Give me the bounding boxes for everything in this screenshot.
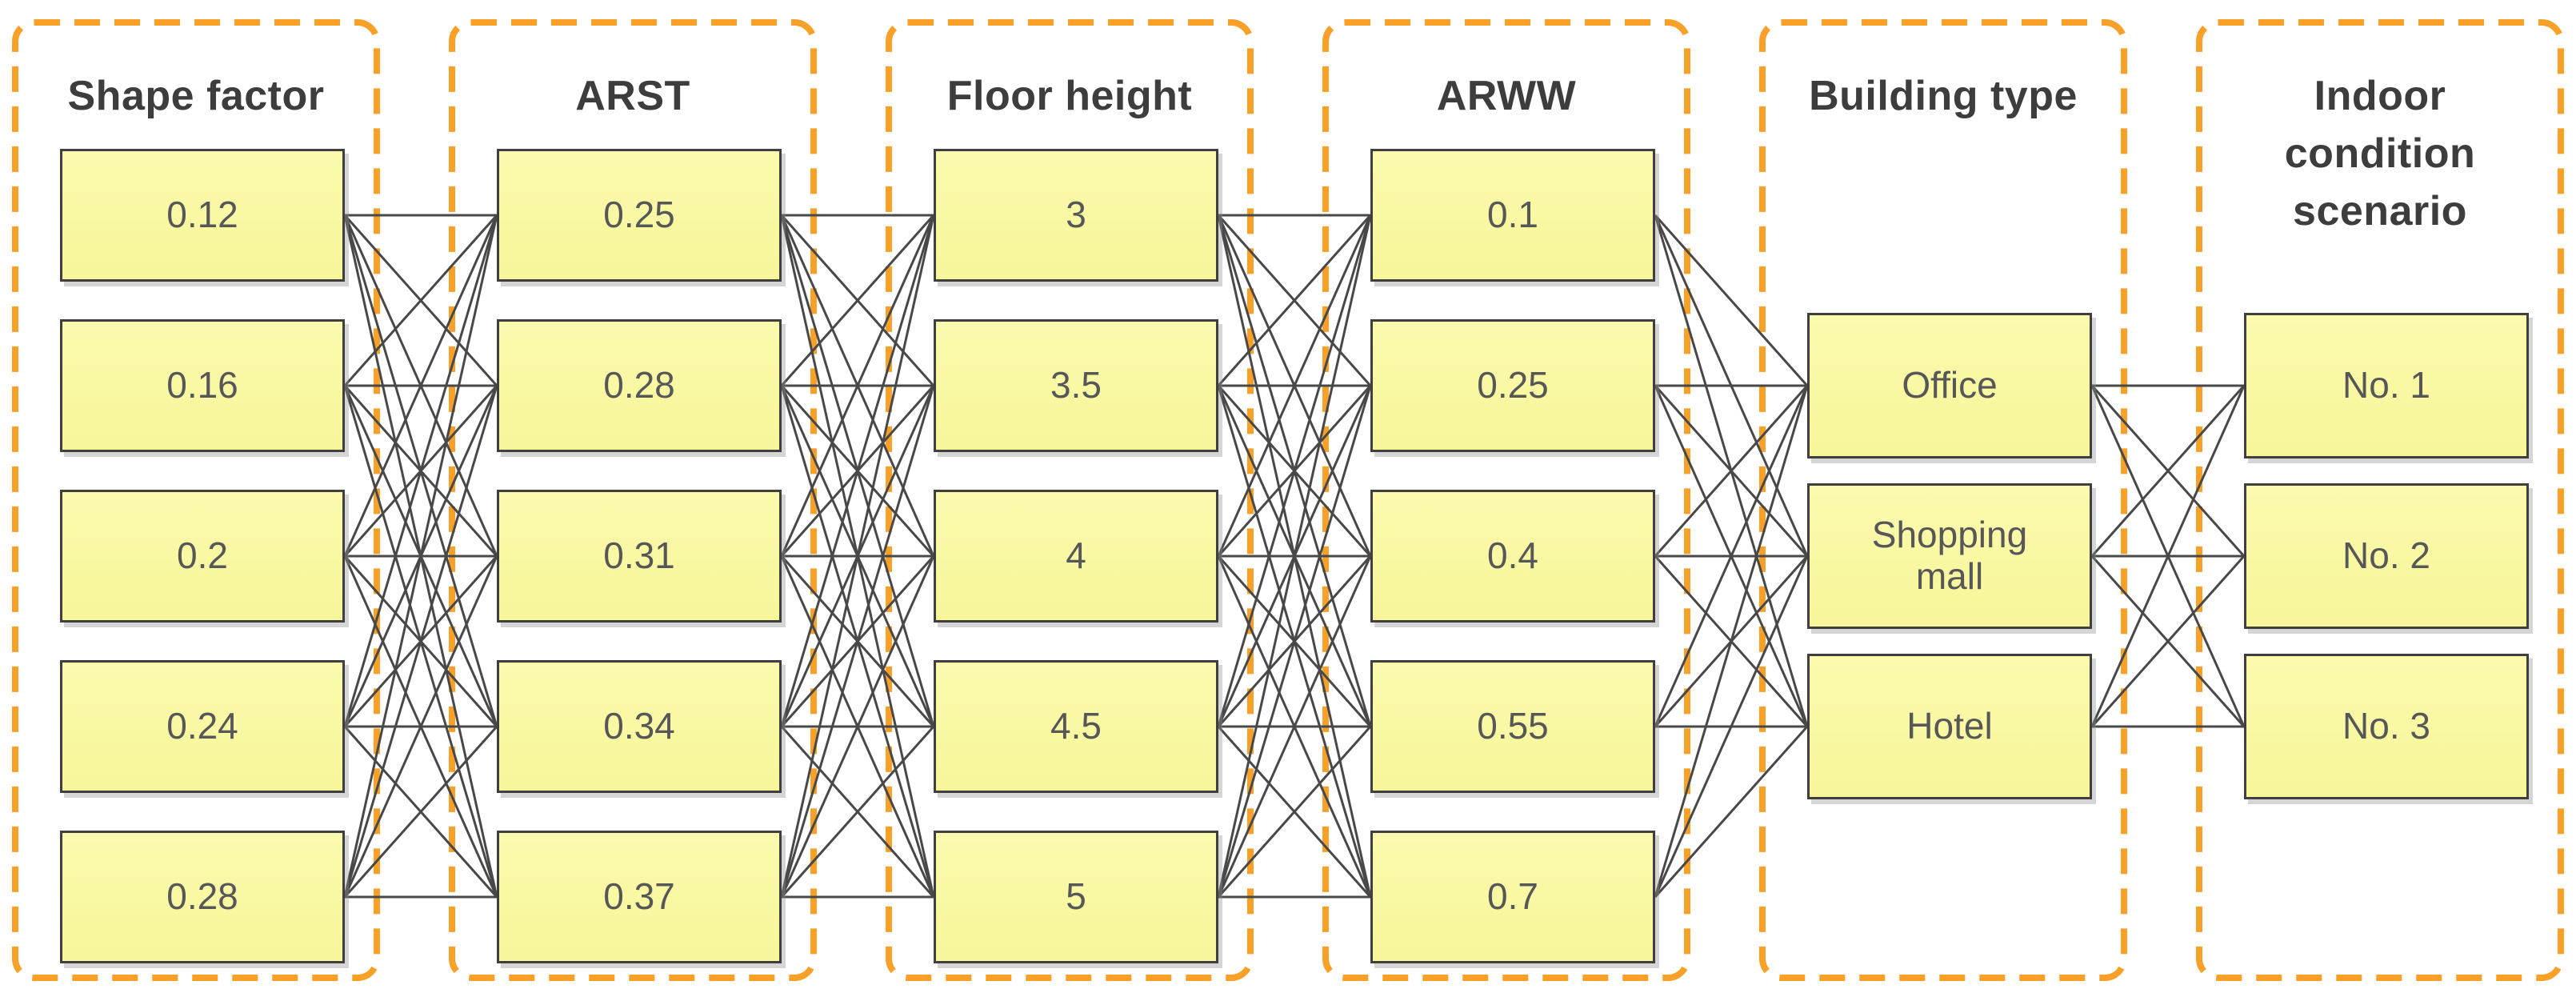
connection-line [1654,385,1809,727]
node-floor-height-4: 4.5 [934,660,1218,793]
connection-line [780,555,935,898]
node-arww-3: 0.4 [1370,490,1655,623]
column-arst: ARST 0.25 0.28 0.31 0.34 0.37 [449,0,817,1005]
connection-line [780,214,935,386]
connection-line [1654,385,1809,898]
column-title-building-type: Building type [1809,73,2078,119]
node-arww-4: 0.55 [1370,660,1655,793]
connection-line [2090,385,2246,557]
connection-line [2090,385,2246,727]
group-dashed-border-indoor-condition-scenario [2196,19,2564,981]
connection-line [1217,726,1372,898]
node-building-type-2: Shopping mall [1807,483,2092,629]
connection-line [343,385,498,898]
node-arww-5: 0.7 [1370,831,1655,963]
node-arww-1: 0.1 [1370,149,1655,282]
connection-line [780,214,935,727]
node-arst-2: 0.28 [497,319,782,452]
column-floor-height: Floor height 3 3.5 4 4.5 5 [886,0,1254,1005]
node-indoor-condition-scenario-3: No. 3 [2244,654,2529,799]
group-dashed-border-arww [1322,19,1690,981]
connection-line [343,726,498,898]
connection-line [780,385,935,898]
column-shape-factor: Shape factor 0.12 0.16 0.2 0.24 0.28 [12,0,380,1005]
group-dashed-border-arst [449,19,817,981]
column-arww: ARWW 0.1 0.25 0.4 0.55 0.7 [1322,0,1690,1005]
node-shape-factor-3: 0.2 [60,490,345,623]
connection-line [1217,385,1372,898]
node-arww-2: 0.25 [1370,319,1655,452]
node-arst-5: 0.37 [497,831,782,963]
column-title-arww: ARWW [1436,73,1577,119]
connection-line [1217,214,1372,898]
node-indoor-condition-scenario-2: No. 2 [2244,483,2529,629]
connection-line [780,214,935,898]
node-shape-factor-2: 0.16 [60,319,345,452]
node-building-type-1: Office [1807,313,2092,458]
node-shape-factor-1: 0.12 [60,149,345,282]
connection-line [780,726,935,898]
node-indoor-condition-scenario-1: No. 1 [2244,313,2529,458]
connection-line [1217,214,1372,557]
connection-line [1217,555,1372,898]
connection-line [2090,555,2246,727]
connection-line [343,555,498,898]
column-title-shape-factor: Shape factor [67,73,325,119]
column-title-arst: ARST [575,73,690,119]
node-floor-height-5: 5 [934,831,1218,963]
group-dashed-border-shape-factor [12,19,380,981]
node-shape-factor-4: 0.24 [60,660,345,793]
connection-line [1217,214,1372,386]
node-arst-1: 0.25 [497,149,782,282]
group-dashed-border-building-type [1759,19,2127,981]
connection-line [1217,214,1372,727]
node-floor-height-1: 3 [934,149,1218,282]
column-indoor-condition-scenario: Indoor condition scenario No. 1 No. 2 No. … [2196,0,2564,1005]
group-dashed-border-floor-height [886,19,1254,981]
column-title-indoor-condition-scenario: Indoor condition scenario [2284,73,2476,234]
column-title-floor-height: Floor height [946,73,1193,119]
node-building-type-3: Hotel [1807,654,2092,799]
node-floor-height-3: 4 [934,490,1218,623]
connection-line [780,214,935,557]
connection-line [1654,385,1809,557]
node-arst-4: 0.34 [497,660,782,793]
connection-line [343,214,498,386]
connection-line [1654,555,1809,898]
connection-line [343,214,498,898]
connection-line [343,214,498,727]
connection-line [343,214,498,557]
node-shape-factor-5: 0.28 [60,831,345,963]
connection-line [1654,726,1809,898]
node-arst-3: 0.31 [497,490,782,623]
node-floor-height-2: 3.5 [934,319,1218,452]
connection-line [1654,214,1809,386]
